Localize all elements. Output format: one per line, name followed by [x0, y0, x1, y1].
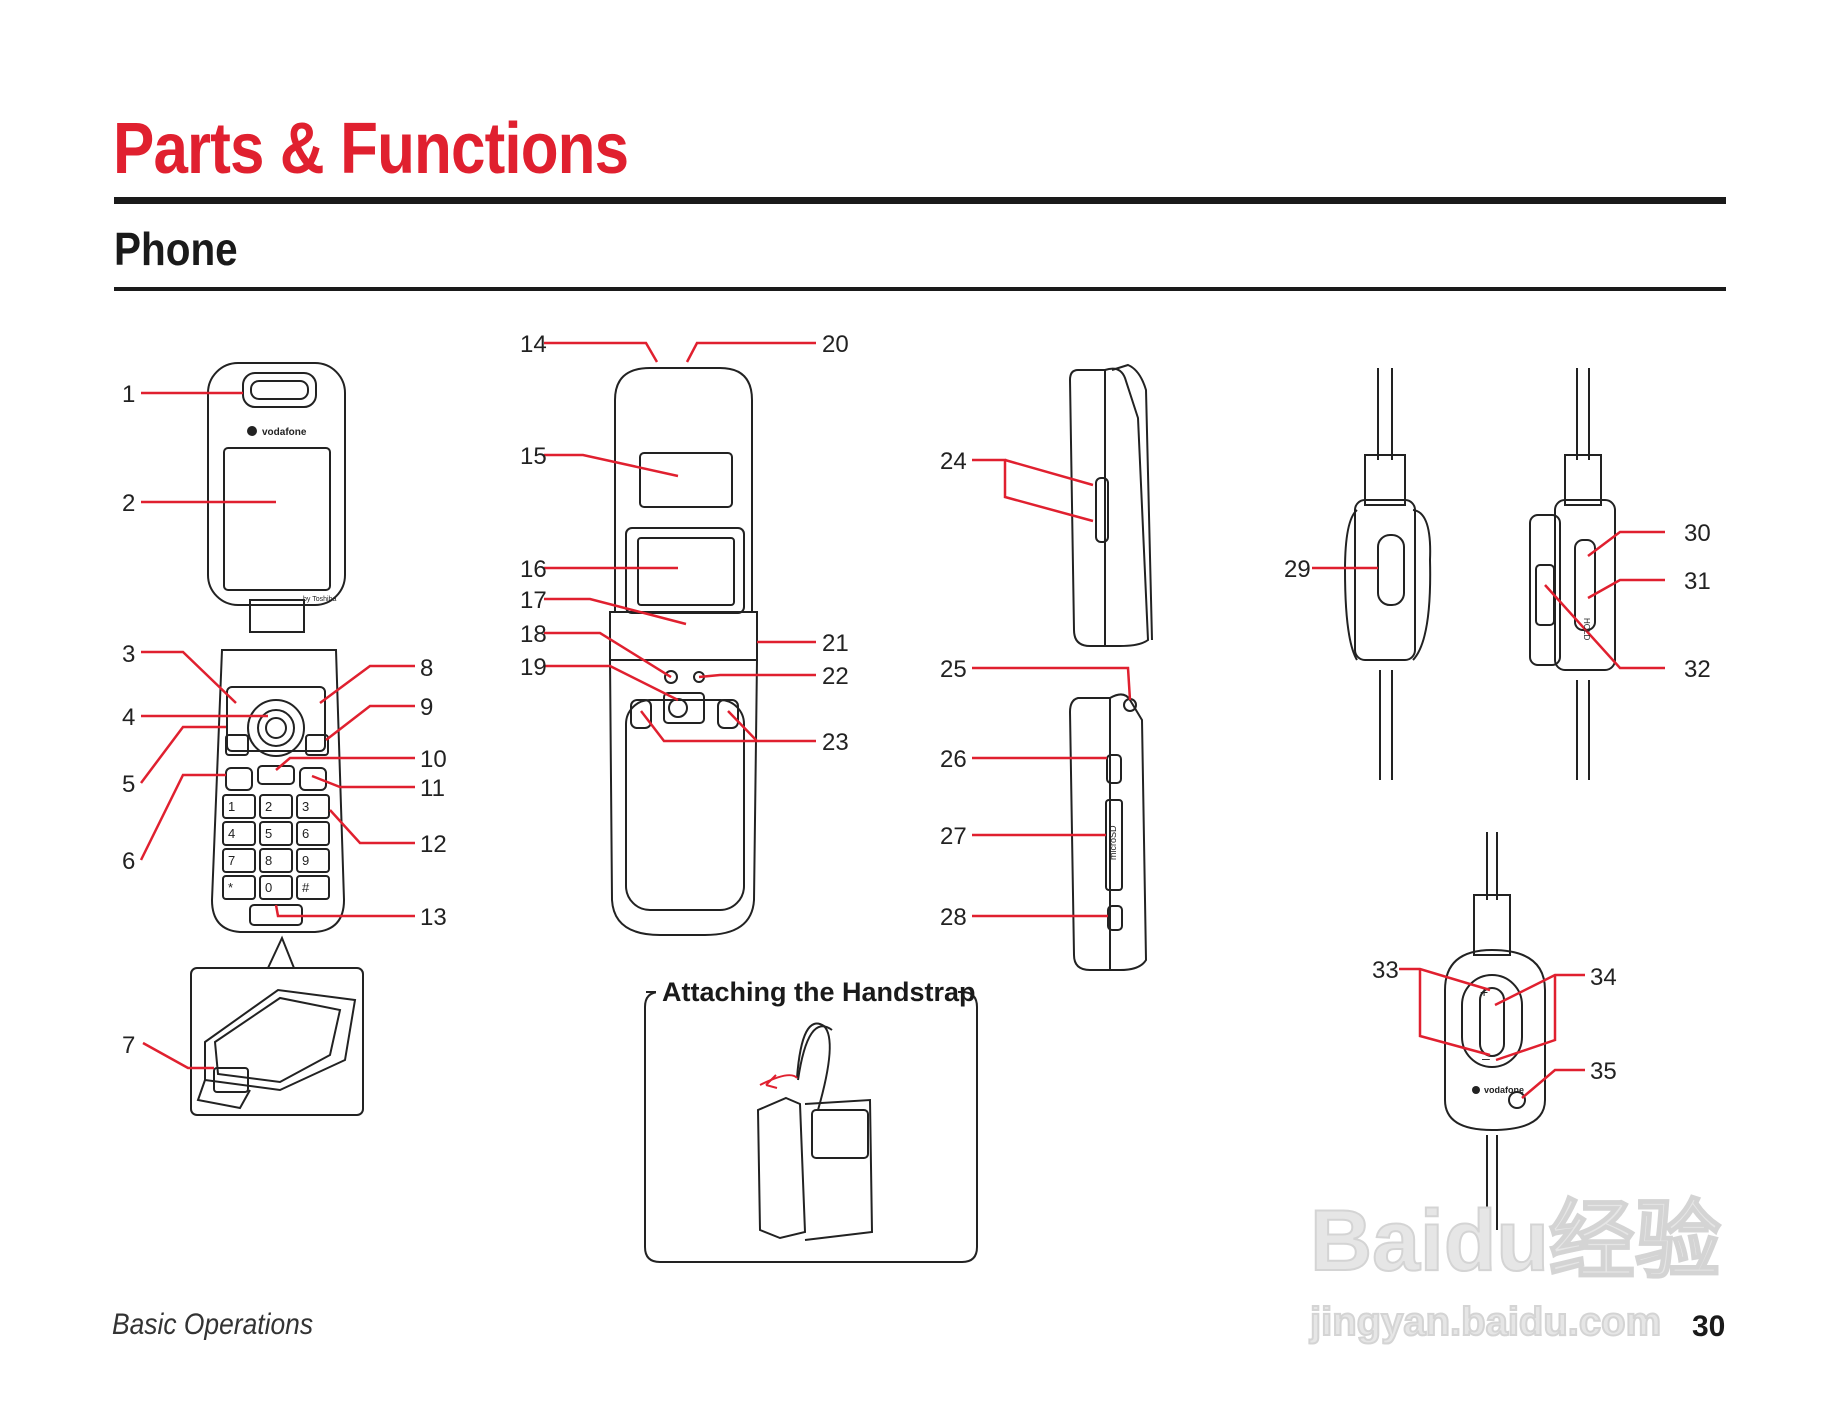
callout-number: 2: [122, 490, 135, 517]
keypad-key-label: 0: [265, 880, 272, 895]
phone-front-open: 1 2 3 4 5 6 7 8 9 * 0 #: [207, 362, 346, 933]
keypad-key: [259, 848, 293, 873]
keypad-key-label: 9: [302, 853, 309, 868]
vodafone-logo-icon: [247, 426, 257, 436]
keypad-key: [259, 875, 293, 900]
brand-label: vodafone: [262, 427, 307, 438]
keypad: 1 2 3 4 5 6 7 8 9 * 0 #: [222, 794, 330, 900]
callout-number: 32: [1684, 656, 1711, 683]
callout-number: 8: [420, 655, 433, 682]
callout-number: 3: [122, 641, 135, 668]
callout-number: 15: [520, 443, 547, 470]
keypad-key: [296, 875, 330, 900]
callout-number: 25: [940, 656, 967, 683]
keypad-key-label: 5: [265, 826, 272, 841]
keypad-key: [222, 794, 256, 819]
callout-number: 13: [420, 904, 447, 931]
keypad-key-label: 8: [265, 853, 272, 868]
callout-number: 33: [1372, 957, 1399, 984]
section-divider: [114, 287, 1726, 291]
maker-label: by Toshiba: [303, 596, 336, 603]
callout-number: 20: [822, 331, 849, 358]
callout-number: 28: [940, 904, 967, 931]
keypad-key-label: 2: [265, 799, 272, 814]
keypad-key-label: 4: [228, 826, 235, 841]
callout-number: 30: [1684, 520, 1711, 547]
callout-number: 6: [122, 848, 135, 875]
phone-back-closed: [609, 367, 758, 936]
callout-number: 21: [822, 630, 849, 657]
keypad-key: [259, 821, 293, 846]
earpiece: [242, 372, 317, 408]
callout-number: 14: [520, 331, 547, 358]
footer-section: Basic Operations: [112, 1308, 314, 1341]
section-heading: Phone: [114, 223, 238, 275]
keypad-key: [259, 794, 293, 819]
callout-number: 27: [940, 823, 967, 850]
hold-label: HOLD: [1582, 618, 1591, 640]
remote-brand-label: vodafone: [1484, 1085, 1524, 1095]
card-slot-label: microSD: [1108, 825, 1118, 860]
callout-number: 34: [1590, 964, 1617, 991]
keypad-key: [222, 848, 256, 873]
remote-side: [1529, 368, 1616, 780]
keypad-key-label: 6: [302, 826, 309, 841]
callout-number: 1: [122, 381, 135, 408]
keypad-key: [296, 794, 330, 819]
keypad-key: [222, 875, 256, 900]
callout-number: 12: [420, 831, 447, 858]
callout-number: 31: [1684, 568, 1711, 595]
callout-number: 22: [822, 663, 849, 690]
callout-number: 11: [420, 775, 445, 802]
keypad-key-label: 3: [302, 799, 309, 814]
keypad-key-label: 7: [228, 853, 235, 868]
page-number: 30: [1692, 1310, 1726, 1343]
handstrap-panel: [644, 991, 978, 1263]
remote-front: [1343, 368, 1432, 780]
callout-number: 24: [940, 448, 967, 475]
callout-number: 7: [122, 1032, 135, 1059]
music-controls: [639, 452, 733, 508]
callout-leaders: [139, 341, 1665, 1099]
keypad-key: [296, 821, 330, 846]
callout-number: 9: [420, 694, 433, 721]
callout-number: 29: [1284, 556, 1311, 583]
keypad-key-label: #: [302, 880, 310, 895]
callout-number: 18: [520, 621, 547, 648]
vodafone-logo-icon: [1472, 1086, 1480, 1094]
minus-icon: –: [1482, 1050, 1490, 1066]
callout-number: 17: [520, 587, 547, 614]
volume-ring: [1461, 974, 1523, 1068]
title-divider: [114, 197, 1726, 204]
handstrap-title: Attaching the Handstrap: [662, 977, 976, 1007]
keypad-key-label: *: [228, 880, 233, 895]
phone-side-upper: [1068, 363, 1153, 647]
phone-side-lower: [1068, 693, 1148, 971]
keypad-key: [222, 821, 256, 846]
callout-number: 19: [520, 654, 547, 681]
page-title: Parts & Functions: [113, 109, 629, 189]
external-display: [637, 537, 735, 606]
callout-number: 4: [122, 704, 135, 731]
callout-number: 26: [940, 746, 967, 773]
plus-icon: +: [1480, 984, 1488, 1000]
callout-number: 35: [1590, 1058, 1617, 1085]
remote-oval: [1444, 832, 1546, 1230]
callout-number: 23: [822, 729, 849, 756]
camera-lens: [668, 698, 688, 718]
keypad-key-label: 1: [228, 799, 235, 814]
callout-number: 10: [420, 746, 447, 773]
callout-number: 16: [520, 556, 547, 583]
inset-detail: [190, 935, 364, 1116]
callout-number: 5: [122, 771, 135, 798]
keypad-key: [296, 848, 330, 873]
nav-key: [247, 699, 305, 757]
